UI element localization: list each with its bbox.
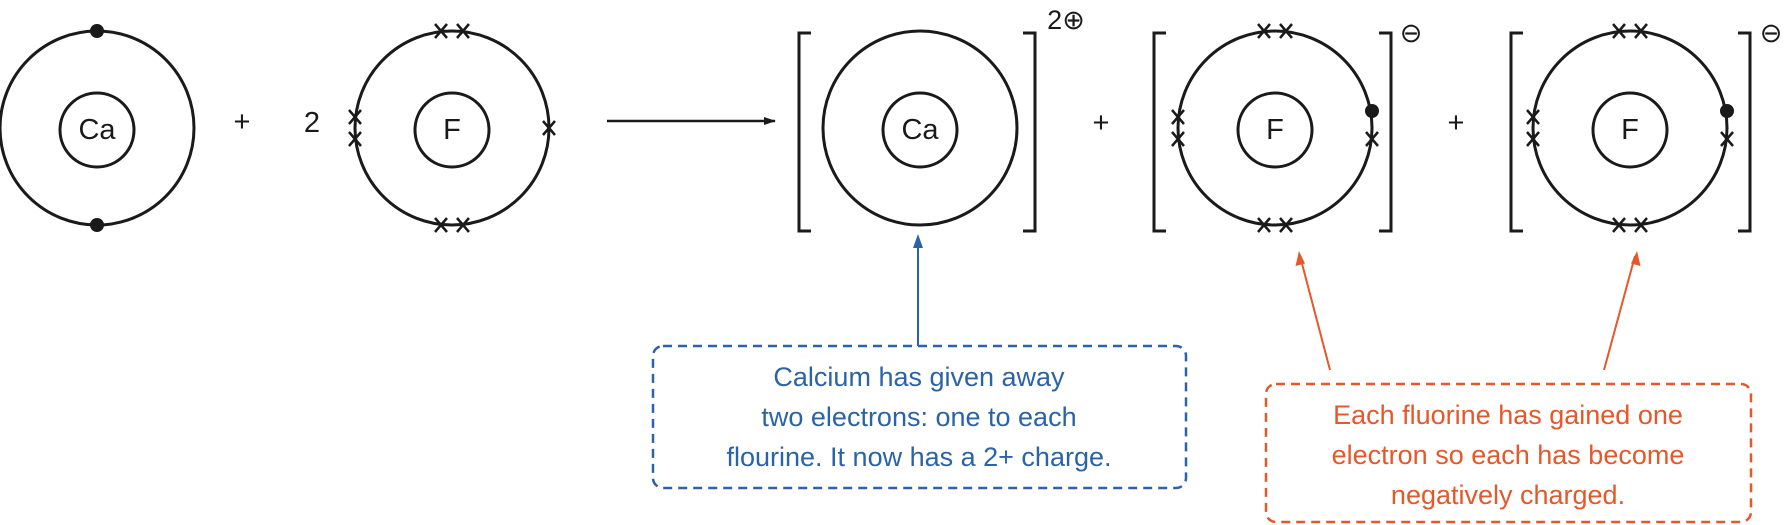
- calcium-ion-symbol: Ca: [901, 114, 939, 146]
- calcium-ion-charge: 2⊕: [1047, 5, 1085, 35]
- electron-cross: [1634, 217, 1648, 233]
- electron-cross: [434, 23, 448, 39]
- electron-dot: [1720, 104, 1734, 118]
- electron-cross: [456, 217, 470, 233]
- fluorine-coefficient: 2: [304, 107, 320, 139]
- calcium-ion-right-bracket: [1023, 31, 1037, 233]
- electron-cross: [1257, 23, 1271, 39]
- fluoride-ion-2-nucleus: [1591, 91, 1669, 169]
- fluoride-ion-1-nucleus: [1236, 91, 1314, 169]
- fluoride-ion-1-shell: [1176, 29, 1374, 227]
- electron-cross: [456, 23, 470, 39]
- electron-cross: [348, 131, 362, 147]
- fluorine-note-line-3: negatively charged.: [1391, 480, 1625, 510]
- fluoride-1-note-arrow: [1299, 255, 1331, 371]
- electron-cross: [1612, 217, 1626, 233]
- fluorine-atom-symbol: F: [443, 114, 461, 146]
- fluoride-ion-1-symbol: F: [1266, 114, 1284, 146]
- electron-dot: [90, 24, 104, 38]
- calcium-atom-nucleus: [58, 91, 136, 169]
- electron-cross: [1526, 131, 1540, 147]
- calcium-note-line-3: flourine. It now has a 2+ charge.: [727, 442, 1112, 472]
- calcium-atom-symbol: Ca: [78, 114, 116, 146]
- electron-cross: [1526, 109, 1540, 125]
- electron-cross: [542, 120, 556, 136]
- calcium-note-box: [651, 344, 1188, 490]
- calcium-ion-shell: [821, 29, 1019, 227]
- calcium-ion-nucleus: [881, 91, 959, 169]
- fluoride-ion-1-left-bracket: [1152, 31, 1166, 233]
- fluoride-ion-2-left-bracket: [1509, 31, 1523, 233]
- electron-cross: [1279, 23, 1293, 39]
- plus-sign: +: [1093, 107, 1110, 139]
- fluorine-note-box: [1264, 382, 1753, 524]
- fluoride-ion-1-right-bracket: [1379, 31, 1393, 233]
- fluoride-2-note-arrow: [1603, 255, 1636, 371]
- fluoride-ion-2-symbol: F: [1621, 114, 1639, 146]
- fluorine-note-line-2: electron so each has become: [1332, 440, 1685, 470]
- fluoride-ion-2-shell: [1531, 29, 1729, 227]
- electron-cross: [434, 217, 448, 233]
- fluorine-atom-nucleus: [413, 91, 491, 169]
- electron-cross: [1612, 23, 1626, 39]
- electron-cross: [1365, 131, 1379, 147]
- electron-cross: [1171, 131, 1185, 147]
- electron-cross: [1634, 23, 1648, 39]
- calcium-note-line-1: Calcium has given away: [773, 362, 1065, 392]
- fluoride-ion-1-charge: ⊖: [1400, 18, 1423, 48]
- electron-cross: [348, 109, 362, 125]
- electron-cross: [1257, 217, 1271, 233]
- fluoride-ion-2-right-bracket: [1738, 31, 1752, 233]
- calcium-ion-left-bracket: [797, 31, 811, 233]
- electron-cross: [1720, 131, 1734, 147]
- electron-dot: [1365, 104, 1379, 118]
- fluoride-ion-2-charge: ⊖: [1760, 18, 1783, 48]
- electron-dot: [90, 218, 104, 232]
- electron-cross: [1171, 109, 1185, 125]
- plus-sign: +: [234, 106, 251, 138]
- electron-cross: [1279, 217, 1293, 233]
- fluorine-note-line-1: Each fluorine has gained one: [1333, 400, 1683, 430]
- calcium-note-line-2: two electrons: one to each: [761, 402, 1076, 432]
- plus-sign: +: [1448, 107, 1465, 139]
